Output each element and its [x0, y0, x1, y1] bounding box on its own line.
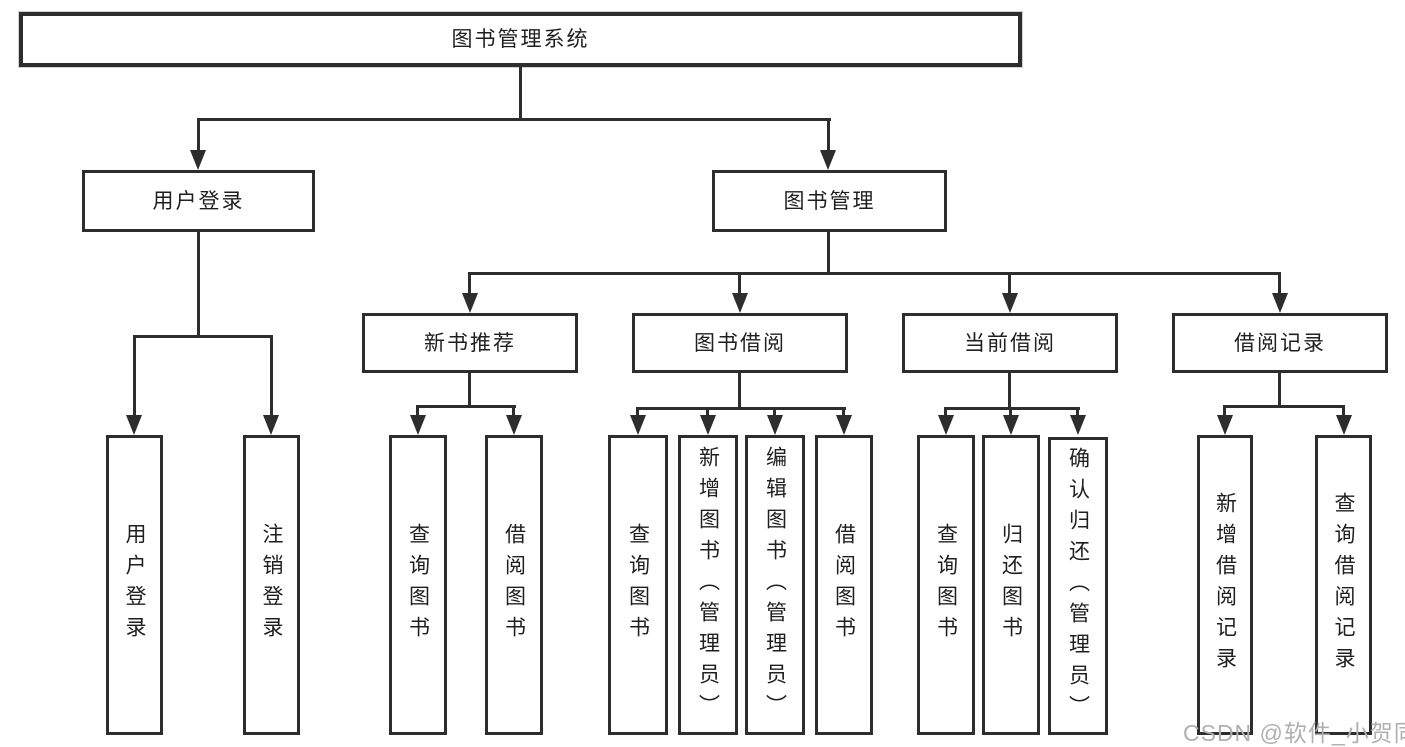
node-label: 查询图书 [934, 523, 958, 647]
node-label: 查询借阅记录 [1332, 492, 1355, 678]
arrow-down-icon [700, 415, 716, 435]
leaf-add-borrow-record: 新增借阅记录 [1197, 435, 1253, 735]
connector-line [1008, 272, 1011, 295]
connector-line [519, 67, 522, 118]
node-label: 新书推荐 [424, 331, 516, 355]
connector-line [468, 272, 471, 295]
node-label: 图书管理系统 [451, 28, 590, 51]
leaf-logout: 注销登录 [243, 435, 300, 735]
connector-line [636, 407, 639, 417]
node-library-management-system: 图书管理系统 [19, 12, 1022, 67]
arrow-down-icon [190, 150, 206, 170]
arrow-down-icon [1003, 415, 1019, 435]
node-label: 图书借阅 [694, 331, 786, 355]
connector-line [468, 373, 471, 405]
connector-line [1278, 373, 1281, 405]
connector-line [1076, 407, 1079, 417]
arrow-down-icon [1217, 415, 1233, 435]
arrow-down-icon [410, 415, 426, 435]
arrow-down-icon [1336, 415, 1352, 435]
node-current-borrow: 当前借阅 [902, 313, 1118, 373]
arrow-down-icon [630, 415, 646, 435]
node-label: 当前借阅 [964, 331, 1056, 355]
connector-line [1223, 405, 1226, 417]
connector-line [468, 272, 1281, 275]
connector-line [512, 405, 515, 417]
arrow-down-icon [820, 150, 836, 170]
connector-line [197, 118, 831, 121]
watermark-text: CSDN @软件_小贺同学 [1183, 720, 1405, 746]
connector-line [1278, 272, 1281, 295]
node-label: 借阅图书 [832, 523, 856, 647]
connector-line [944, 407, 1080, 410]
connector-line [133, 335, 136, 417]
node-book-borrow: 图书借阅 [632, 313, 848, 373]
arrow-down-icon [1070, 415, 1086, 435]
node-label: 注销登录 [260, 523, 283, 647]
connector-line [944, 407, 947, 417]
node-user-login: 用户登录 [82, 170, 315, 232]
leaf-borrow-book: 借阅图书 [815, 435, 873, 735]
node-label: 编辑图书（管理员） [763, 445, 787, 725]
node-book-management: 图书管理 [712, 170, 947, 232]
arrow-down-icon [836, 415, 852, 435]
leaf-edit-book-admin: 编辑图书（管理员） [745, 435, 805, 735]
connector-line [1342, 405, 1345, 417]
leaf-add-book-admin: 新增图书（管理员） [678, 435, 738, 735]
node-label: 借阅图书 [502, 523, 526, 647]
connector-line [738, 272, 741, 295]
leaf-confirm-return-admin: 确认归还（管理员） [1048, 437, 1108, 735]
node-label: 用户登录 [152, 189, 245, 213]
connector-line [197, 232, 200, 335]
arrow-down-icon [462, 293, 478, 313]
connector-line [133, 335, 273, 338]
leaf-query-borrow-record: 查询借阅记录 [1315, 435, 1372, 735]
node-label: 确认归还（管理员） [1066, 446, 1090, 726]
connector-line [416, 405, 516, 408]
connector-line [773, 407, 776, 417]
connector-line [197, 118, 200, 152]
arrow-down-icon [1272, 293, 1288, 313]
node-label: 新增图书（管理员） [696, 445, 720, 725]
leaf-borrow-book-recommend: 借阅图书 [485, 435, 543, 735]
node-borrow-records: 借阅记录 [1172, 313, 1388, 373]
node-label: 图书管理 [783, 189, 876, 213]
node-label: 归还图书 [999, 523, 1023, 647]
connector-line [416, 405, 419, 417]
arrow-down-icon [126, 415, 142, 435]
connector-line [738, 373, 741, 407]
leaf-user-login: 用户登录 [106, 435, 163, 735]
connector-line [706, 407, 709, 417]
arrow-down-icon [506, 415, 522, 435]
connector-line [827, 232, 830, 272]
leaf-query-book-recommend: 查询图书 [389, 435, 447, 735]
arrow-down-icon [938, 415, 954, 435]
leaf-query-book-borrow: 查询图书 [608, 435, 668, 735]
connector-line [827, 118, 830, 152]
arrow-down-icon [1002, 293, 1018, 313]
node-label: 查询图书 [626, 523, 650, 647]
connector-line [1223, 405, 1345, 408]
connector-line [1008, 373, 1011, 407]
connector-line [842, 407, 845, 417]
arrow-down-icon [263, 415, 279, 435]
node-label: 查询图书 [406, 523, 430, 647]
connector-line [1009, 407, 1012, 417]
arrow-down-icon [767, 415, 783, 435]
connector-line [636, 407, 846, 410]
arrow-down-icon [732, 293, 748, 313]
connector-line [270, 335, 273, 417]
leaf-return-book: 归还图书 [982, 435, 1040, 735]
node-label: 新增借阅记录 [1213, 492, 1237, 678]
node-label: 用户登录 [123, 523, 146, 647]
node-label: 借阅记录 [1234, 331, 1326, 355]
node-new-book-recommend: 新书推荐 [362, 313, 578, 373]
leaf-query-book-current: 查询图书 [917, 435, 975, 735]
